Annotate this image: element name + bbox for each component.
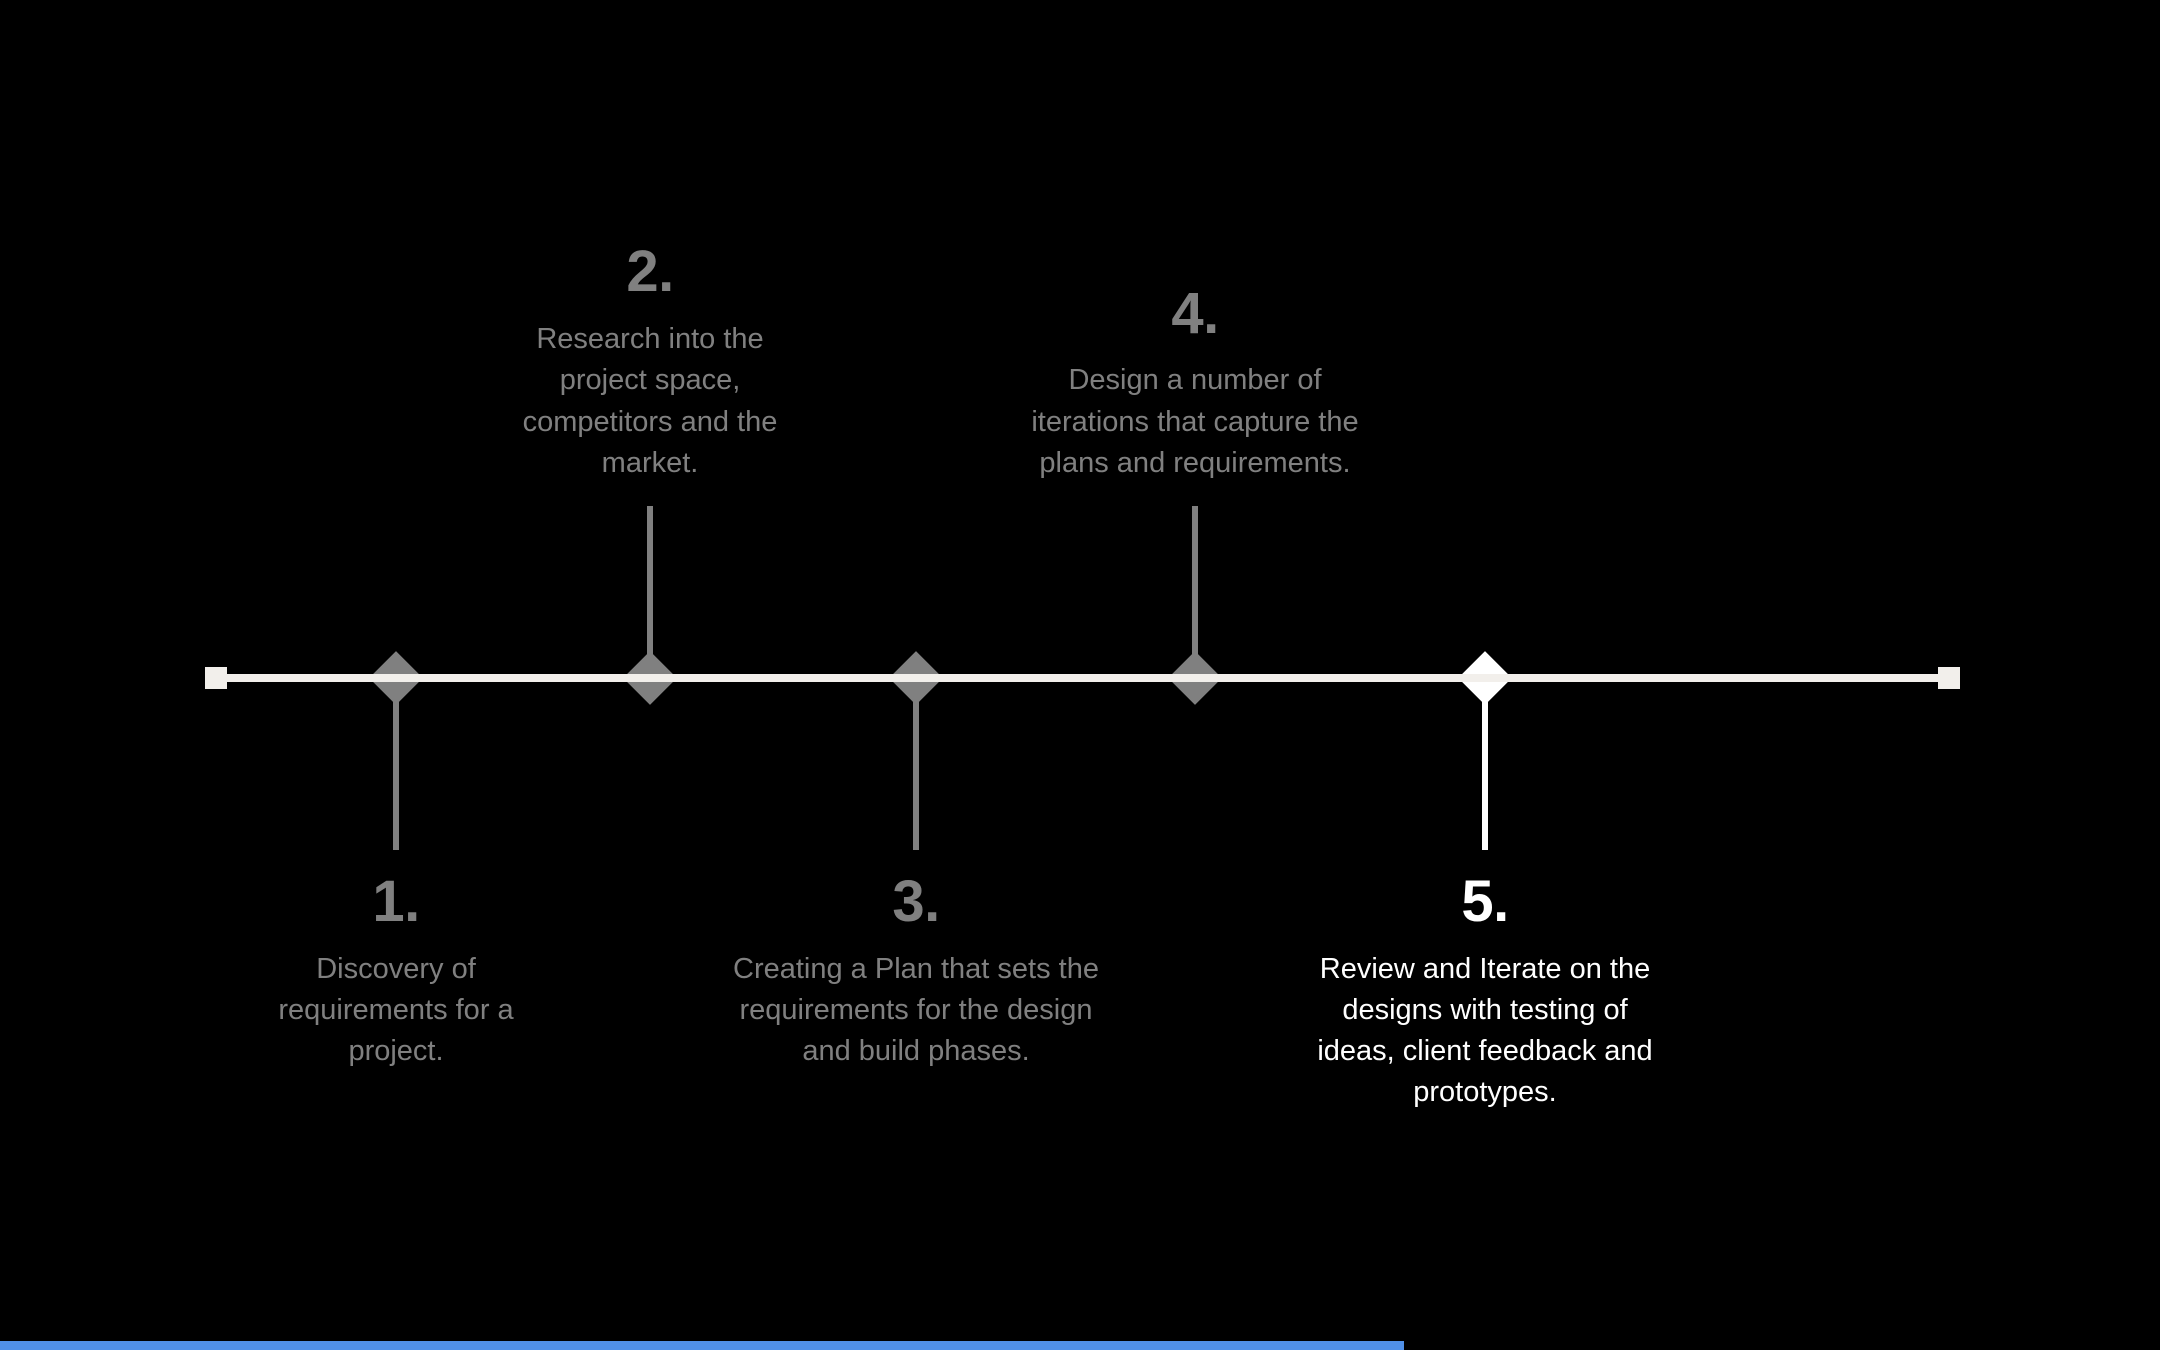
progress-bar-fill [0,1341,1404,1350]
step-number-5: 5. [1461,869,1509,934]
timeline-stem-1 [393,678,399,850]
timeline-stem-5 [1482,678,1488,850]
step-number-1: 1. [372,869,420,934]
step-description-5: Review and Iterate on the designs with t… [1317,952,1653,1109]
step-description-2: Research into the project space, competi… [522,323,778,479]
step-number-3: 3. [892,869,940,934]
right-end-cap [1938,667,1960,689]
timeline-stem-3 [913,678,919,850]
timeline-step-5[interactable]: 5. Review and Iterate on the designs with… [1300,869,1670,1114]
left-end-cap [205,667,227,689]
timeline-stem-4 [1192,506,1198,678]
step-description-3: Creating a Plan that sets the requiremen… [733,952,1099,1068]
timeline-step-2[interactable]: 2. Research into the project space, compe… [490,242,810,484]
step-number-4: 4. [1171,280,1219,346]
step-number-2: 2. [626,239,674,305]
timeline-stem-2 [647,506,653,678]
progress-bar-track[interactable] [0,1341,2160,1350]
timeline-step-1[interactable]: 1. Discovery of requirements for a projec… [246,869,546,1072]
step-description-4: Design a number of iterations that captu… [1031,364,1359,479]
step-description-1: Discovery of requirements for a project. [278,952,514,1068]
timeline-step-3[interactable]: 3. Creating a Plan that sets the requirem… [721,869,1111,1072]
timeline-axis-line [205,674,1960,682]
timeline-step-4[interactable]: 4. Design a number of iterations that cap… [1025,280,1365,484]
